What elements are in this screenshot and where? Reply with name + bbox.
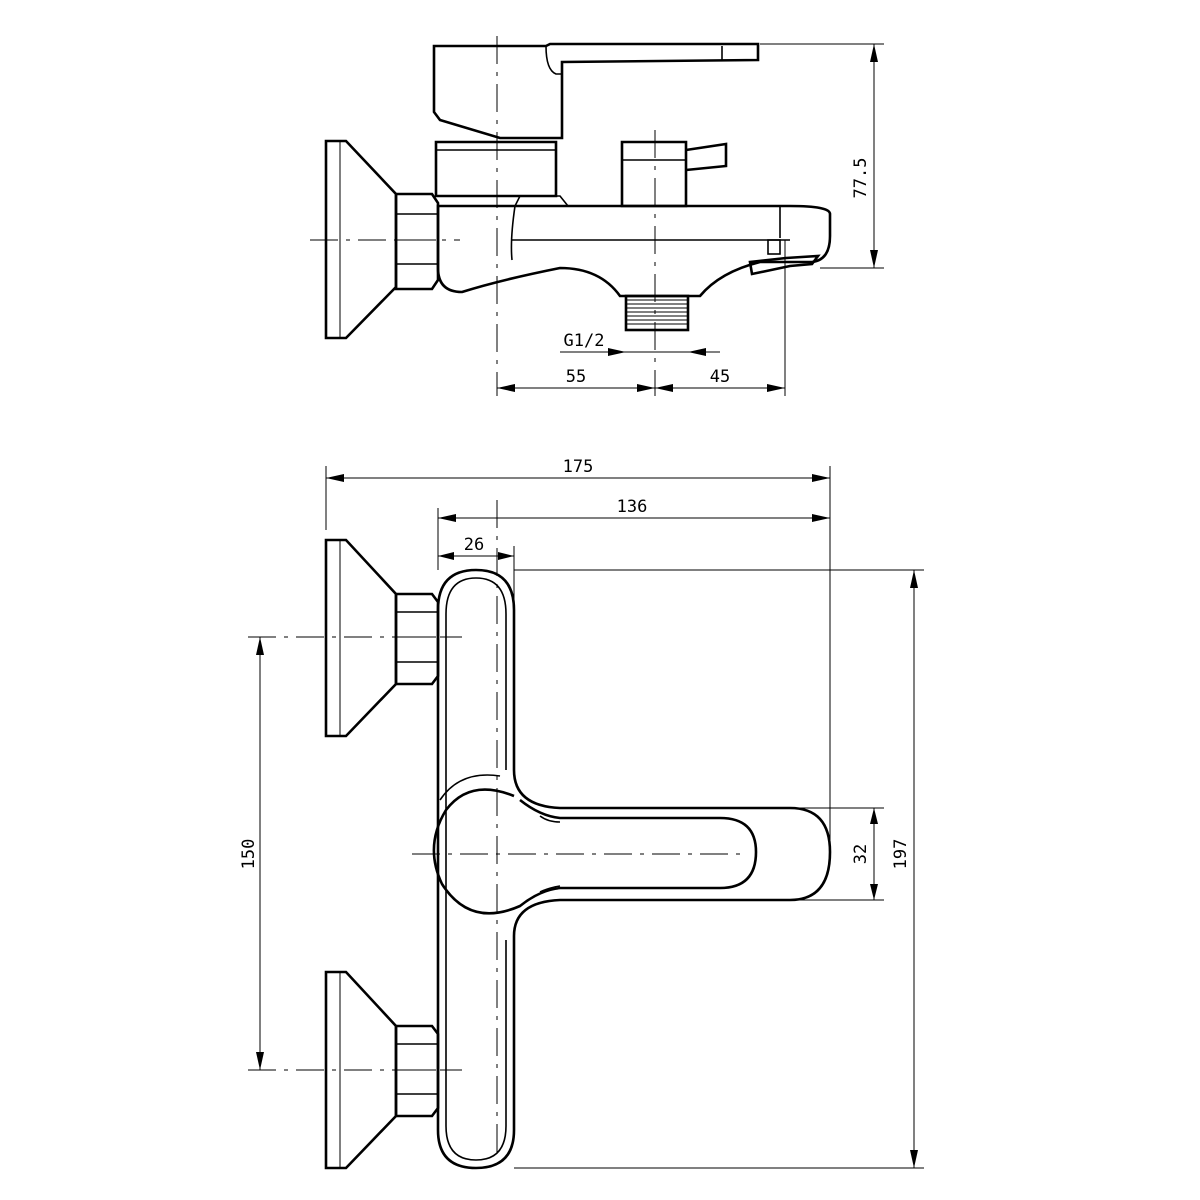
top-upper-flange	[324, 538, 398, 738]
side-hex-nut	[394, 192, 440, 291]
dim-136: 136	[617, 497, 648, 517]
dim-26: 26	[464, 535, 484, 555]
top-body	[436, 568, 832, 1170]
side-threaded-outlet	[624, 294, 690, 332]
top-lever-handle	[432, 788, 758, 915]
dim-175: 175	[563, 457, 594, 477]
dim-55: 55	[566, 367, 586, 387]
dim-32: 32	[851, 844, 871, 864]
side-body	[436, 204, 832, 298]
top-upper-hex-nut	[394, 592, 440, 686]
side-spout-tip	[748, 254, 821, 276]
top-view: 175 136 26 150 32 197	[239, 457, 924, 1170]
side-view: 77.5 G1/2 55 45	[310, 36, 884, 396]
side-cartridge	[434, 140, 558, 198]
top-lower-hex-nut	[394, 1024, 440, 1118]
side-diverter-knob	[620, 140, 688, 208]
dim-g1-2: G1/2	[564, 331, 605, 351]
side-lever-handle	[432, 42, 760, 140]
dim-45: 45	[710, 367, 730, 387]
dim-150: 150	[239, 839, 259, 870]
dim-77-5: 77.5	[851, 158, 871, 199]
dim-197: 197	[891, 839, 911, 870]
